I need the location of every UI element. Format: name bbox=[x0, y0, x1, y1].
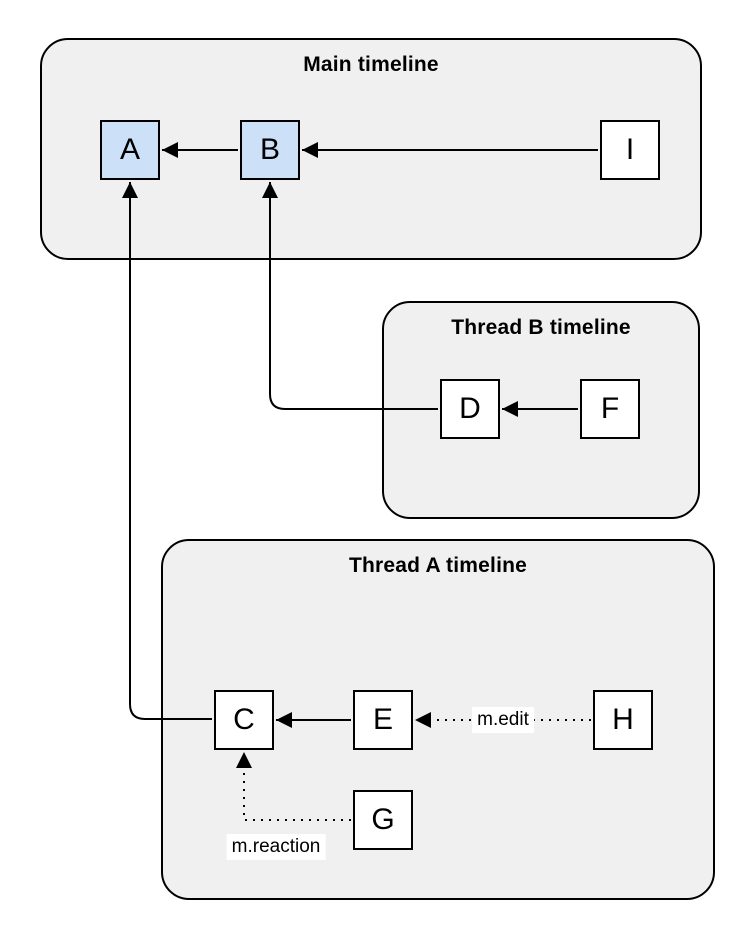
node-event-h-label: H bbox=[612, 703, 634, 736]
node-event-c-label: C bbox=[233, 703, 255, 736]
group-thread-a-timeline-title: Thread A timeline bbox=[348, 554, 528, 577]
node-event-c: C bbox=[214, 690, 274, 750]
node-event-e: E bbox=[353, 690, 413, 750]
node-event-f-label: F bbox=[600, 392, 620, 425]
node-event-f: F bbox=[580, 379, 640, 439]
node-event-g-label: G bbox=[371, 803, 395, 836]
node-event-b-label: B bbox=[259, 133, 280, 166]
group-thread-b-timeline-title: Thread B timeline bbox=[451, 316, 631, 339]
group-main-timeline-title: Main timeline bbox=[303, 53, 439, 76]
node-event-d: D bbox=[440, 379, 500, 439]
node-event-h: H bbox=[593, 690, 653, 750]
edge-label-m-reaction: m.reaction bbox=[226, 834, 326, 860]
node-event-i-label: I bbox=[625, 133, 635, 166]
node-event-d-label: D bbox=[459, 392, 481, 425]
node-event-a: A bbox=[100, 120, 160, 180]
node-event-g: G bbox=[353, 790, 413, 850]
edge-label-m-edit: m.edit bbox=[472, 707, 534, 733]
node-event-a-label: A bbox=[119, 133, 140, 166]
node-event-e-label: E bbox=[372, 703, 393, 736]
node-event-b: B bbox=[240, 120, 300, 180]
group-thread-b-timeline: Thread B timeline bbox=[382, 301, 700, 519]
node-event-i: I bbox=[600, 120, 660, 180]
